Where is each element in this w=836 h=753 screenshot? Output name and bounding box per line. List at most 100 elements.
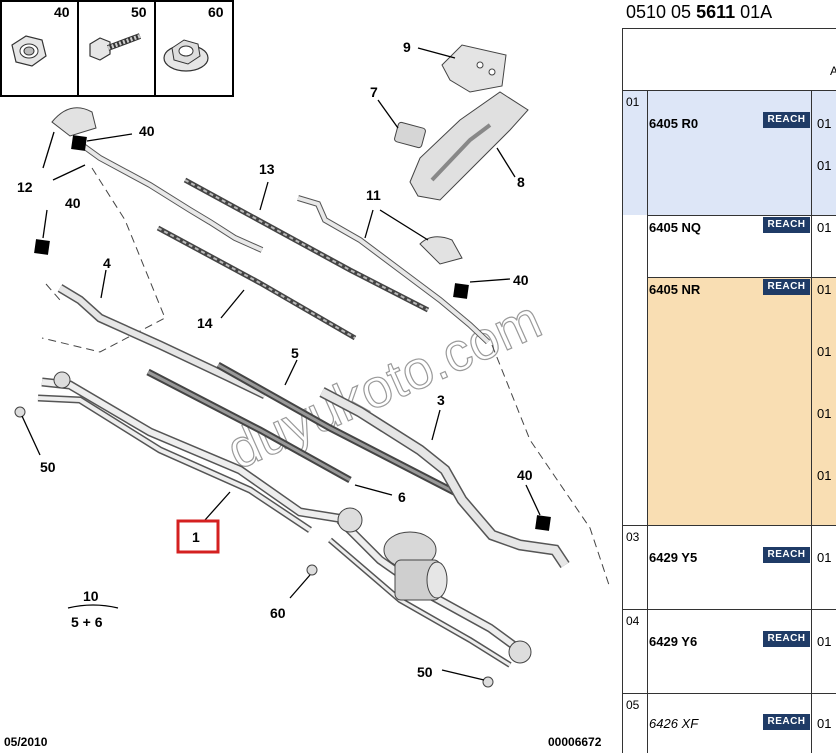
- wiper-motor[interactable]: [383, 531, 448, 601]
- column-divider: [647, 90, 648, 753]
- header-truncated-column: A: [830, 64, 836, 78]
- divider: [622, 28, 836, 29]
- bolt-icon: [89, 33, 142, 61]
- quantity: 01: [817, 220, 832, 235]
- header-suffix: 01A: [735, 2, 773, 22]
- group-number: 01: [626, 95, 640, 109]
- kit-composition: 5 + 6: [71, 614, 103, 630]
- group-number: 03: [626, 530, 640, 544]
- callout-50-left: 50: [40, 459, 56, 475]
- divider: [622, 90, 836, 91]
- reach-badge: REACH: [763, 547, 810, 563]
- callout-40-left: 40: [65, 195, 81, 211]
- column-divider: [811, 90, 812, 753]
- divider: [622, 693, 836, 694]
- bracket-9[interactable]: [441, 44, 507, 93]
- arm-cap-11[interactable]: [419, 236, 463, 265]
- hardware-label: 40: [54, 4, 70, 20]
- hardware-box-60[interactable]: 60: [154, 0, 234, 97]
- callout-12: 12: [17, 179, 33, 195]
- wiper-blade-13[interactable]: [183, 177, 430, 313]
- callout-1: 1: [192, 529, 200, 545]
- wiper-arm-right[interactable]: [297, 195, 491, 345]
- quantity: 01: [817, 406, 832, 421]
- callout-9: 9: [403, 39, 411, 55]
- kit-number: 10: [83, 588, 99, 604]
- bolt-60: [306, 564, 318, 576]
- group-number: 05: [626, 698, 640, 712]
- divider: [647, 277, 836, 278]
- reach-badge: REACH: [763, 112, 810, 128]
- parts-list-header: 0510 05 5611 01A: [626, 2, 772, 23]
- dashed-guides: [41, 167, 611, 589]
- quantity: 01: [817, 282, 832, 297]
- callout-4: 4: [103, 255, 111, 271]
- callout-40-right: 40: [513, 272, 529, 288]
- reach-badge: REACH: [763, 279, 810, 295]
- callout-5: 5: [291, 345, 299, 361]
- part-reference: 6405 R0: [649, 116, 699, 131]
- reach-badge: REACH: [763, 631, 810, 647]
- divider: [622, 525, 836, 526]
- column-divider: [622, 28, 623, 753]
- nut-icon: [11, 35, 47, 67]
- callout-labels: 9 7 8 11 40 13 14 4 40 12 40 5 3 50 6 40…: [17, 39, 533, 680]
- arm-cap-12[interactable]: [51, 107, 97, 137]
- quantity: 01: [817, 634, 832, 649]
- wiper-blade-5[interactable]: [216, 361, 462, 499]
- part-reference: 6429 Y5: [649, 550, 698, 565]
- wiper-blade-6[interactable]: [146, 368, 352, 484]
- callout-60: 60: [270, 605, 286, 621]
- callout-40-top: 40: [139, 123, 155, 139]
- parts-row-6429-Y5[interactable]: 03 6429 Y5 REACH 01: [622, 526, 836, 609]
- part-reference: 6426 XF: [649, 716, 699, 731]
- fastener-markers: [34, 135, 551, 531]
- quantity: 01: [817, 116, 832, 131]
- callout-8: 8: [517, 174, 525, 190]
- reach-badge: REACH: [763, 217, 810, 233]
- callout-7: 7: [370, 84, 378, 100]
- leader-lines: [21, 47, 541, 681]
- hardware-label: 60: [208, 4, 224, 20]
- header-bold: 5611: [696, 2, 736, 22]
- bolt-50-bottom: [482, 676, 494, 688]
- flange-nut-icon: [163, 39, 209, 72]
- wiper-arm-4[interactable]: [57, 284, 267, 400]
- callout-14: 14: [197, 315, 213, 331]
- reach-badge: REACH: [763, 714, 810, 730]
- parts-row-6405-NR[interactable]: 6405 NR REACH 01 01 01 01: [648, 278, 836, 525]
- parts-row-6405-R0[interactable]: 01 6405 R0 REACH 01 01: [622, 91, 836, 215]
- hardware-label: 50: [131, 4, 147, 20]
- parts-row-6429-Y6[interactable]: 04 6429 Y6 REACH 01: [622, 610, 836, 693]
- parts-list: 0510 05 5611 01A A 01 6405 R0 REACH 01 0…: [622, 0, 836, 753]
- parts-row-6426-XF[interactable]: 05 6426 XF REACH 01: [622, 694, 836, 753]
- parts-row-6405-NQ[interactable]: 6405 NQ REACH 01: [622, 216, 836, 277]
- quantity: 01: [817, 550, 832, 565]
- kit-fraction: 10 5 + 6: [67, 588, 119, 630]
- quantity: 01: [817, 468, 832, 483]
- quantity: 01: [817, 344, 832, 359]
- callout-40-bottom: 40: [517, 467, 533, 483]
- wiper-arm-3[interactable]: [319, 387, 570, 569]
- diagram-id: 00006672: [548, 735, 602, 749]
- hardware-box-40[interactable]: 40: [0, 0, 79, 97]
- callout-6: 6: [398, 489, 406, 505]
- wiper-blade-14[interactable]: [156, 225, 357, 341]
- diagram-date: 05/2010: [4, 735, 48, 749]
- part-reference: 6429 Y6: [649, 634, 698, 649]
- quantity: 01: [817, 158, 832, 173]
- group-number: 04: [626, 614, 640, 628]
- quantity: 01: [817, 716, 832, 731]
- wiper-linkage-1[interactable]: [37, 371, 532, 668]
- callout-1-highlight[interactable]: 1: [176, 519, 220, 554]
- wiper-arm-left[interactable]: [80, 142, 264, 253]
- cowl-bracket-8[interactable]: [409, 91, 529, 201]
- callout-50-bottom: 50: [417, 664, 433, 680]
- hardware-box-50[interactable]: 50: [77, 0, 156, 97]
- part-reference: 6405 NQ: [649, 220, 702, 235]
- divider: [647, 215, 836, 216]
- bolt-50-top: [14, 406, 26, 418]
- callout-13: 13: [259, 161, 275, 177]
- clip-7[interactable]: [394, 121, 426, 149]
- parts-diagram: 40 50 60 duyukoto.com: [0, 0, 611, 749]
